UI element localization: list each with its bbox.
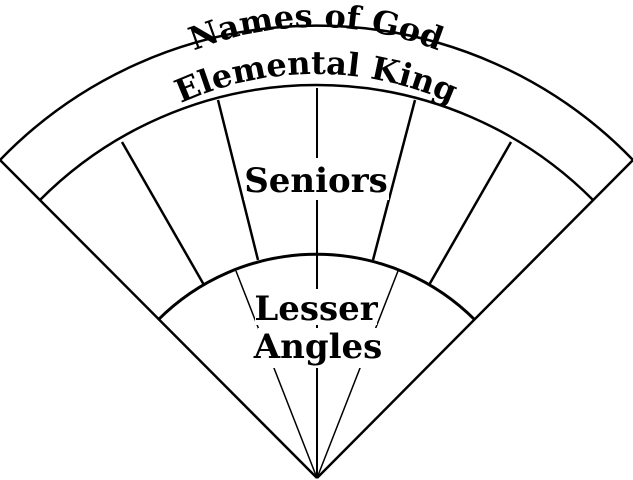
senior-divider-1 [120, 141, 206, 286]
lesser-ray-right [316, 270, 399, 479]
lesser-label: Lesser [254, 289, 378, 329]
band-inner-arc [39, 83, 594, 201]
senior-divider-5 [427, 141, 513, 286]
senior-divider-4 [371, 99, 417, 261]
lesser-label-bg-1 [255, 289, 377, 325]
seniors-label: Seniors [244, 161, 388, 201]
seniors-label-bg [244, 158, 389, 200]
outer-arc [0, 24, 633, 161]
angles-label: Angles [253, 327, 383, 367]
senior-divider-2 [216, 99, 260, 261]
lesser-label-bg-2 [258, 328, 380, 368]
lesser-ray-left [235, 270, 318, 479]
